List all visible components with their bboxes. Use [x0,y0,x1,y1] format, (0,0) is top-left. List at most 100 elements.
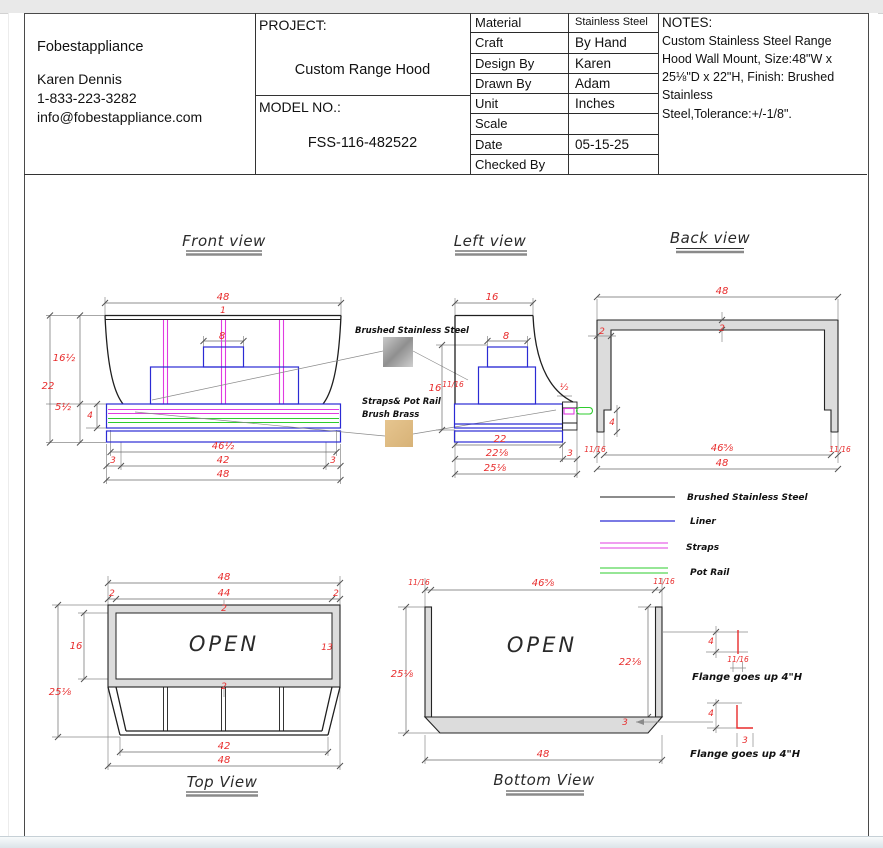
material-callouts: Brushed Stainless Steel Straps& Pot Rail… [134,326,557,447]
divider-contact-project [255,13,256,174]
front-dim-3-right: 3 [330,456,336,466]
top-view-opening [115,612,333,680]
left-view: Left view 16 8 16 11/16 ½ 22 22⅛ 3 [429,232,594,478]
bottom-view-left-wall [424,606,433,718]
contact-name: Karen Dennis [37,71,122,87]
front-view: Front view 48 1 8 16½ 22 [42,232,345,484]
left-dim-25eighth: 25⅛ [484,463,507,474]
top-view-open-label: OPEN [189,632,259,656]
left-dim-22: 22 [494,434,507,445]
front-dim-4: 4 [87,411,93,421]
rail-cap-lines [562,407,577,424]
project-label: PROJECT: [259,17,327,33]
bottom-view-open-label: OPEN [507,633,577,657]
back-view: Back view 48 2 2 4 11/16 46⅝ 11/16 48 [584,229,851,473]
steel-callout-label: Brushed Stainless Steel [355,326,470,336]
legend-label-liner: Liner [690,517,716,527]
top-dim-42: 42 [218,741,231,752]
front-dim-42: 42 [217,455,230,466]
top-dim-2-front-wall: 2 [221,682,227,692]
back-dim-1116-left: 11/16 [584,445,606,454]
spec-value: By Hand [575,35,627,51]
model-number: FSS-116-482522 [307,135,418,151]
front-dim-48-top: 48 [217,292,230,303]
spec-row-checked-by: Checked By [470,155,658,174]
bottom-dim-22eighth: 22⅛ [619,657,642,668]
rail-cap [562,401,578,431]
window-bottom-edge [0,836,883,848]
top-dim-48-top: 48 [218,572,231,583]
front-dim-48-bottom: 48 [217,469,230,480]
apron-dividers [163,687,284,731]
back-dim-2-center: 2 [719,324,725,334]
brass-swatch [385,420,413,447]
liner-upper-box [486,346,529,368]
front-dim-3-left: 3 [110,456,116,466]
spec-label: Material [475,15,522,30]
top-dim-44: 44 [218,588,231,599]
legend-label-steel: Brushed Stainless Steel [687,493,809,503]
bottom-dim-3: 3 [622,718,628,728]
liner-upper-box [202,346,245,368]
brass-callout-label-1: Straps& Pot Rail [362,397,442,407]
spec-label: Scale [475,116,508,132]
left-dim-16: 16 [486,292,499,303]
top-dim-48-bottom: 48 [218,755,231,766]
bottom-view: OPEN 11/16 46⅝ 11/16 25⅛ 22⅛ 3 48 Bottom… [391,577,675,796]
top-dim-16: 16 [70,641,83,652]
left-dim-8: 8 [503,331,509,342]
back-dim-1116-right: 11/16 [829,445,851,454]
bottom-dim-1116-right: 11/16 [653,577,675,586]
spec-row-scale: Scale [470,114,658,135]
brass-callout-label-2: Brush Brass [362,410,419,420]
back-channel-shape [596,319,839,433]
top-dim-2-back-wall: 2 [221,604,227,614]
flange1-label: Flange goes up 4"H [692,672,803,683]
project-name: Custom Range Hood [294,62,431,78]
notes-text: Custom Stainless Steel Range Hood Wall M… [662,34,835,121]
top-dim-25eighth: 25⅛ [49,687,72,698]
band-bottom-strip [105,430,342,443]
flange2-label: Flange goes up 4"H [690,749,801,760]
title-block-bottom-line [24,174,867,175]
back-dim-48-top: 48 [716,286,729,297]
bottom-view-right-wall [654,606,663,718]
spec-label: Checked By [475,156,546,172]
spec-value: Adam [575,75,611,91]
contact-email: info@fobestappliance.com [37,109,203,125]
company-name: Fobestappliance [37,39,144,55]
spec-value: Karen [575,55,612,71]
liner-lower-box [149,366,300,405]
front-dim-46half: 46½ [212,440,235,452]
back-dim-46-58: 46⅝ [711,443,734,454]
front-dim-22: 22 [42,381,55,392]
strap-end [563,407,575,415]
liner-lower-box [477,366,537,405]
window-top-edge [0,0,883,14]
left-view-title: Left view [454,232,527,250]
flange-profile-2 [736,705,753,729]
spec-value: Inches [575,96,615,111]
bottom-view-title: Bottom View [493,771,594,789]
top-view: OPEN 48 2 44 2 2 16 25⅛ 13 2 42 48 Top V… [49,572,344,797]
divider-specs-notes [658,13,659,174]
model-label: MODEL NO.: [259,99,341,115]
spec-value [568,114,658,133]
top-dim-13: 13 [321,643,333,653]
pot-rail-end [575,406,594,415]
left-view-curve [532,315,574,403]
band-pot-rail [108,417,339,424]
band-straps [108,408,339,415]
spec-label: Unit [475,96,499,111]
bottom-dim-25eighth: 25⅛ [391,669,414,680]
left-dim-16-frac: 11/16 [442,380,464,389]
flange2-dim-3: 3 [742,736,748,746]
straps-lines [162,320,285,404]
band-outer [105,403,342,429]
legend-label-pot-rail: Pot Rail [690,568,730,578]
bottom-dim-1116-left: 11/16 [408,578,430,587]
